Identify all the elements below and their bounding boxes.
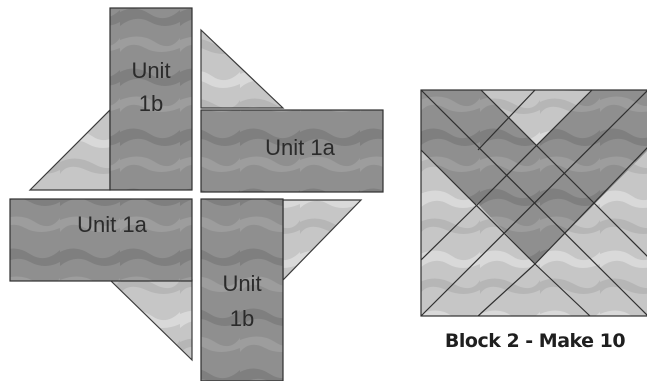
unit-1a-right-rect <box>200 109 384 193</box>
unit-1b-top-label-line2: 1b <box>139 91 163 116</box>
unit-1a-right-label: Unit 1a <box>265 135 335 160</box>
unit-1b-bottom-label-line2: 1b <box>230 306 254 331</box>
unit-1b-bottom-rect <box>200 198 284 381</box>
finished-block: Block 2 - Make 10 <box>420 89 647 352</box>
unit-1b-top-label-line1: Unit <box>131 58 170 83</box>
unit-1a-left-rect <box>9 198 193 282</box>
unit-1a-left-label: Unit 1a <box>77 212 147 237</box>
triangle-top-left <box>28 108 111 191</box>
triangle-bottom-left <box>108 279 193 362</box>
triangle-top-right <box>200 28 285 109</box>
block-caption: Block 2 - Make 10 <box>445 330 625 352</box>
block-strip-tr-corner <box>591 90 647 146</box>
unit-1b-top-rect <box>109 7 193 191</box>
unit-1b-bottom-label-line1: Unit <box>222 271 261 296</box>
pinwheel-assembly: Unit 1b Unit 1a Unit 1a Unit 1b <box>9 7 384 381</box>
triangle-bottom-right <box>282 199 363 282</box>
